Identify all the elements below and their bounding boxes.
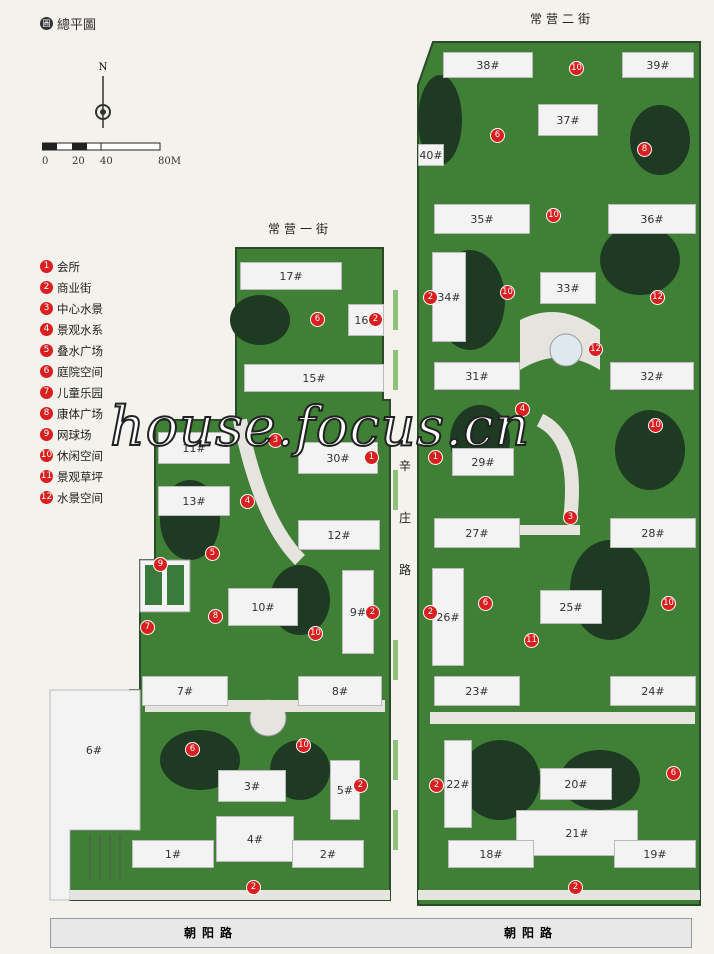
marker-1: 1	[428, 450, 443, 465]
building-15: 15#	[244, 364, 384, 392]
building-32: 32#	[610, 362, 694, 390]
marker-2: 2	[246, 880, 261, 895]
scale-label-20: 20	[72, 156, 85, 167]
scale-label-0: 0	[42, 156, 49, 167]
building-1: 1#	[132, 840, 214, 868]
marker-10: 10	[308, 626, 323, 641]
building-29: 29#	[452, 448, 514, 476]
building-17: 17#	[240, 262, 342, 290]
marker-6: 6	[310, 312, 325, 327]
marker-9: 9	[153, 557, 168, 572]
watermark: house.focus.cn	[109, 394, 531, 459]
building-18: 18#	[448, 840, 534, 868]
marker-8: 8	[637, 142, 652, 157]
building-28: 28#	[610, 518, 696, 548]
marker-10: 10	[500, 285, 515, 300]
building-8: 8#	[298, 676, 382, 706]
map-title: 圓 總平圖	[40, 14, 96, 33]
scale-label-80: 80M	[158, 156, 181, 167]
building-24: 24#	[610, 676, 696, 706]
title-icon: 圓	[40, 17, 53, 30]
building-7: 7#	[142, 676, 228, 706]
building-31: 31#	[434, 362, 520, 390]
marker-2: 2	[568, 880, 583, 895]
marker-7: 7	[140, 620, 155, 635]
building-10: 10#	[228, 588, 298, 626]
marker-6: 6	[478, 596, 493, 611]
building-4: 4#	[216, 816, 294, 862]
marker-5: 5	[205, 546, 220, 561]
marker-10: 10	[296, 738, 311, 753]
building-2: 2#	[292, 840, 364, 868]
marker-2: 2	[365, 605, 380, 620]
marker-1: 1	[364, 450, 379, 465]
building-22: 22#	[444, 740, 472, 828]
scale-label-40: 40	[100, 156, 113, 167]
marker-3: 3	[268, 433, 283, 448]
marker-10: 10	[546, 208, 561, 223]
road-label-left: 朝阳路	[183, 926, 238, 940]
marker-8: 8	[208, 609, 223, 624]
marker-4: 4	[515, 402, 530, 417]
building-3: 3#	[218, 770, 286, 802]
building-26: 26#	[432, 568, 464, 666]
building-35: 35#	[434, 204, 530, 234]
marker-2: 2	[423, 290, 438, 305]
building-36: 36#	[608, 204, 696, 234]
building-27: 27#	[434, 518, 520, 548]
marker-2: 2	[353, 778, 368, 793]
marker-6: 6	[490, 128, 505, 143]
marker-3: 3	[563, 510, 578, 525]
marker-10: 10	[648, 418, 663, 433]
building-38: 38#	[443, 52, 533, 78]
marker-10: 10	[661, 596, 676, 611]
north-label: N	[99, 62, 108, 73]
building-23: 23#	[434, 676, 520, 706]
marker-12: 12	[650, 290, 665, 305]
scale-bar	[42, 142, 161, 151]
building-12: 12#	[298, 520, 380, 550]
road-label-right: 朝阳路	[503, 926, 558, 940]
building-33: 33#	[540, 272, 596, 304]
building-39: 39#	[622, 52, 694, 78]
marker-6: 6	[185, 742, 200, 757]
marker-2: 2	[429, 778, 444, 793]
building-11: 11#	[158, 432, 230, 464]
building-25: 25#	[540, 590, 602, 624]
street-label-changying-2: 常营二街	[530, 12, 595, 26]
north-arrow-icon: N	[95, 62, 111, 128]
building-37: 37#	[538, 104, 598, 136]
marker-12: 12	[588, 342, 603, 357]
building-20: 20#	[540, 768, 612, 800]
street-label-xinzhuang: 辛庄路	[399, 459, 412, 577]
marker-2: 2	[423, 605, 438, 620]
building-6: 6#	[85, 743, 103, 757]
marker-4: 4	[240, 494, 255, 509]
marker-10: 10	[569, 61, 584, 76]
building-40: 40#	[418, 144, 444, 166]
marker-2: 2	[368, 312, 383, 327]
road-chaoyang: 朝阳路 朝阳路	[50, 918, 692, 948]
street-label-changying-1: 常营一街	[268, 222, 333, 236]
title-text: 總平圖	[57, 18, 97, 33]
marker-6: 6	[666, 766, 681, 781]
building-19: 19#	[614, 840, 696, 868]
marker-11: 11	[524, 633, 539, 648]
building-13: 13#	[158, 486, 230, 516]
